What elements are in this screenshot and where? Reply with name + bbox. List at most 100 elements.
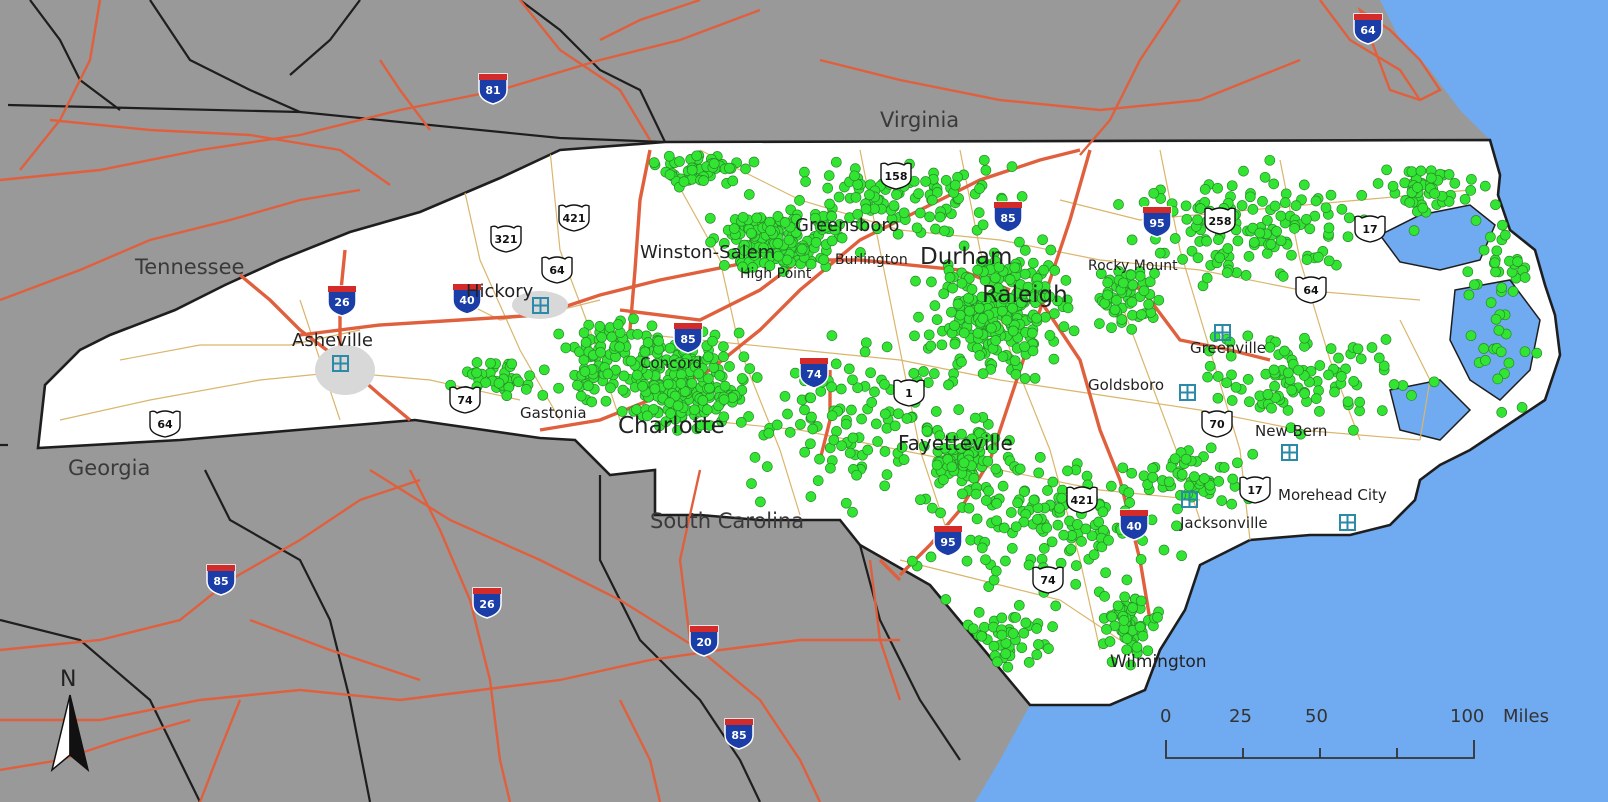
- data-point: [977, 313, 989, 324]
- data-point: [1301, 254, 1313, 265]
- data-point: [612, 319, 624, 330]
- data-point: [1126, 234, 1138, 246]
- data-point: [983, 485, 994, 497]
- data-point: [1001, 314, 1013, 326]
- data-point: [997, 351, 1009, 362]
- data-point: [704, 420, 716, 431]
- data-point: [1397, 380, 1409, 391]
- data-point: [1417, 202, 1429, 214]
- data-point: [929, 300, 941, 311]
- data-point: [1512, 256, 1523, 267]
- interstate-shield-number: 40: [1126, 520, 1142, 533]
- data-point: [1299, 388, 1310, 399]
- data-point: [1352, 343, 1364, 355]
- data-point: [855, 247, 866, 258]
- data-point: [1112, 600, 1124, 612]
- data-point: [748, 250, 760, 261]
- data-point: [789, 367, 801, 379]
- interstate-shield-icon: 85: [724, 718, 754, 750]
- data-point: [988, 574, 1000, 586]
- data-point: [906, 555, 918, 567]
- data-point: [825, 462, 836, 474]
- data-point: [1135, 554, 1147, 565]
- data-point: [982, 455, 994, 467]
- data-point: [840, 418, 852, 430]
- data-point: [1478, 343, 1490, 354]
- data-point: [971, 513, 983, 525]
- interstate-shield-icon: 64: [1353, 13, 1383, 45]
- data-point: [758, 242, 769, 254]
- data-point: [1020, 617, 1032, 629]
- data-point: [727, 248, 738, 260]
- data-point: [836, 440, 847, 452]
- data-point: [1032, 280, 1043, 292]
- data-point: [1298, 179, 1310, 191]
- data-point: [1033, 467, 1045, 479]
- route-shields: 6481854026857495409585262085158421321642…: [149, 13, 1386, 750]
- us-route-shield-number: 70: [1209, 418, 1225, 431]
- data-point: [830, 156, 842, 168]
- data-point: [1019, 268, 1031, 280]
- data-point: [1496, 407, 1508, 418]
- data-point: [641, 410, 653, 422]
- us-route-shield-number: 1: [905, 387, 913, 400]
- data-point: [1268, 364, 1280, 376]
- data-point: [718, 341, 729, 352]
- data-point: [1259, 171, 1271, 183]
- data-point: [1301, 213, 1312, 225]
- data-point: [1052, 519, 1064, 531]
- data-point: [553, 328, 565, 340]
- data-point: [1065, 543, 1077, 555]
- data-point: [1100, 567, 1111, 579]
- data-point: [926, 502, 938, 514]
- data-point: [1102, 289, 1113, 301]
- us-route-shield-number: 158: [885, 170, 908, 183]
- data-point: [1118, 615, 1130, 626]
- data-point: [1012, 497, 1023, 509]
- data-point: [708, 158, 720, 169]
- data-point: [524, 370, 535, 382]
- data-point: [807, 423, 819, 435]
- us-route-shield-number: 421: [1071, 494, 1094, 507]
- data-point: [736, 373, 748, 384]
- data-point: [1072, 519, 1083, 530]
- data-point: [749, 452, 761, 463]
- data-point: [1279, 345, 1290, 357]
- data-point: [1147, 463, 1158, 474]
- data-point: [1490, 199, 1501, 211]
- data-point: [1097, 506, 1109, 518]
- data-point: [1221, 377, 1232, 389]
- data-point: [724, 162, 735, 174]
- data-point: [791, 213, 802, 225]
- data-point: [1136, 309, 1147, 320]
- data-point: [1080, 523, 1092, 535]
- data-point: [1485, 231, 1496, 243]
- data-point: [1348, 375, 1360, 387]
- data-point: [1041, 522, 1053, 534]
- data-point: [939, 225, 950, 237]
- data-point: [763, 427, 775, 439]
- data-point: [991, 656, 1003, 668]
- data-point: [843, 363, 855, 375]
- data-point: [737, 211, 749, 223]
- data-point: [1056, 492, 1068, 504]
- data-point: [1443, 169, 1455, 180]
- data-point: [1463, 289, 1475, 301]
- data-point: [1002, 661, 1014, 673]
- data-point: [975, 437, 987, 448]
- data-point: [664, 169, 676, 180]
- data-point: [1010, 369, 1022, 380]
- interstate-shield-icon: 26: [472, 587, 502, 619]
- data-point: [920, 176, 931, 187]
- data-point: [826, 235, 838, 247]
- data-point: [1153, 294, 1165, 306]
- interstate-shield-number: 26: [334, 296, 350, 309]
- data-point: [1125, 269, 1137, 281]
- data-point: [1212, 392, 1224, 404]
- data-point: [1429, 188, 1440, 199]
- us-route-shield-icon: 158: [880, 162, 912, 190]
- city-labels: Asheville Hickory Winston-Salem Greensbo…: [292, 215, 1387, 672]
- data-point: [949, 179, 961, 191]
- data-point: [1373, 352, 1385, 364]
- data-point: [575, 390, 587, 402]
